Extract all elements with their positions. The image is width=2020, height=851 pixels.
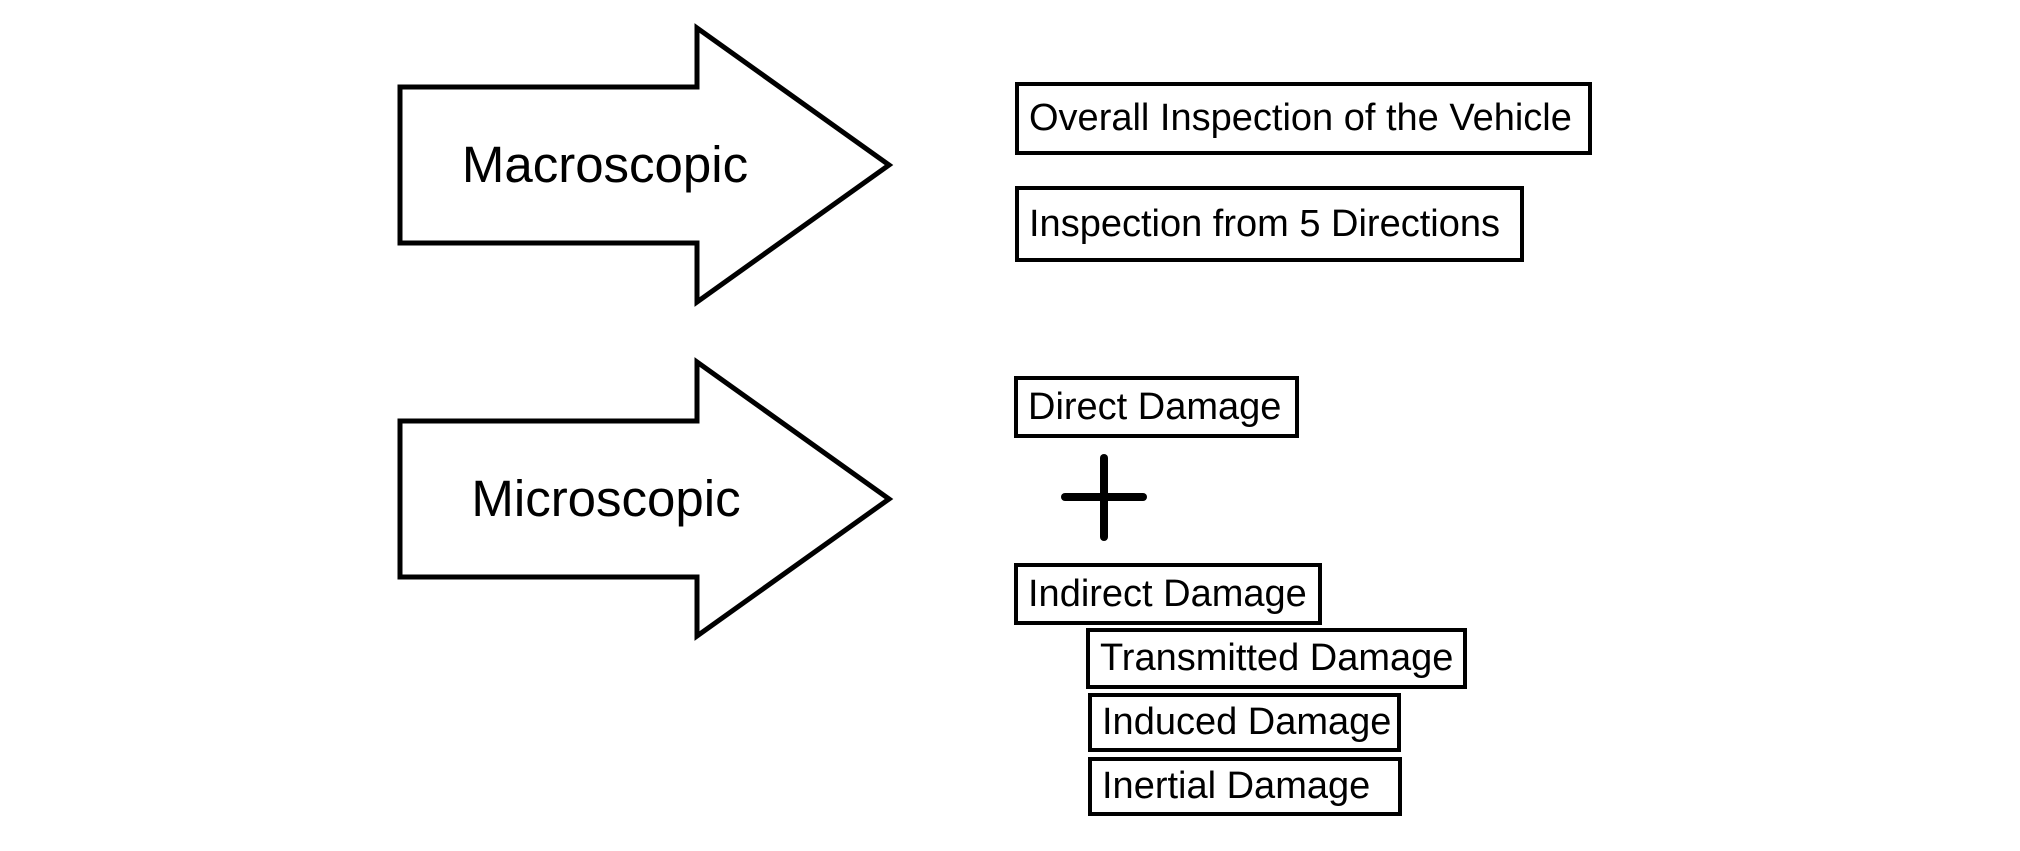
macroscopic-arrow-label: Macroscopic xyxy=(461,136,749,193)
microscopic-right-arrow-icon xyxy=(397,357,894,641)
box-inertial-damage: Inertial Damage xyxy=(1088,757,1402,816)
macroscopic-right-arrow-icon xyxy=(397,23,894,307)
box-direct-damage: Direct Damage xyxy=(1014,376,1299,438)
box-induced-damage: Induced Damage xyxy=(1088,693,1401,752)
box-overall-inspection: Overall Inspection of the Vehicle xyxy=(1015,82,1592,155)
microscopic-arrow-label: Microscopic xyxy=(471,470,741,527)
box-inspection-from-5-directions: Inspection from 5 Directions xyxy=(1015,186,1524,262)
plus-icon xyxy=(1061,454,1147,541)
box-indirect-damage: Indirect Damage xyxy=(1014,563,1322,625)
box-transmitted-damage: Transmitted Damage xyxy=(1086,628,1467,689)
